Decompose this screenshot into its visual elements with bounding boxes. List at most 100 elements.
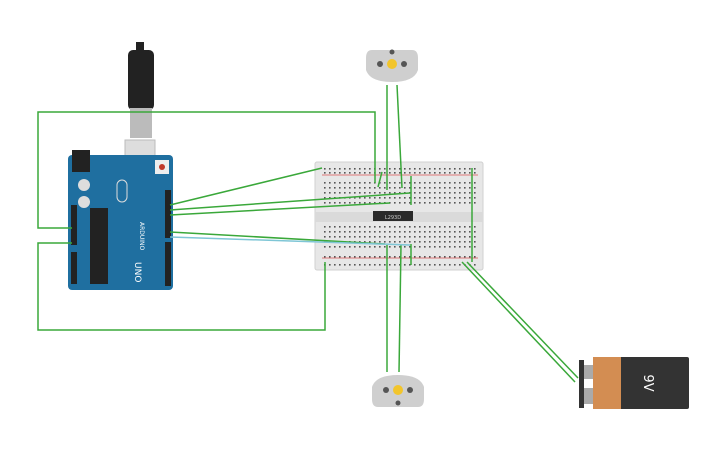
breadboard-hole[interactable] [389,187,391,189]
breadboard-hole[interactable] [399,202,401,204]
breadboard-hole[interactable] [409,172,411,174]
breadboard-hole[interactable] [469,231,471,233]
breadboard-hole[interactable] [454,187,456,189]
breadboard-hole[interactable] [329,172,331,174]
breadboard-hole[interactable] [474,168,476,170]
breadboard-hole[interactable] [344,256,346,258]
breadboard-hole[interactable] [414,264,416,266]
breadboard-hole[interactable] [379,241,381,243]
breadboard-hole[interactable] [389,231,391,233]
breadboard-hole[interactable] [394,231,396,233]
breadboard-hole[interactable] [329,187,331,189]
breadboard-hole[interactable] [324,256,326,258]
breadboard-hole[interactable] [474,202,476,204]
breadboard-hole[interactable] [414,241,416,243]
breadboard-hole[interactable] [409,226,411,228]
breadboard-hole[interactable] [439,182,441,184]
breadboard-hole[interactable] [369,236,371,238]
breadboard-hole[interactable] [389,192,391,194]
breadboard-hole[interactable] [349,256,351,258]
breadboard-hole[interactable] [369,202,371,204]
breadboard-hole[interactable] [419,168,421,170]
breadboard-hole[interactable] [384,264,386,266]
breadboard-hole[interactable] [419,192,421,194]
breadboard-hole[interactable] [344,168,346,170]
breadboard-hole[interactable] [384,182,386,184]
breadboard-hole[interactable] [339,246,341,248]
breadboard-hole[interactable] [329,192,331,194]
breadboard-hole[interactable] [389,236,391,238]
breadboard-hole[interactable] [439,187,441,189]
breadboard-hole[interactable] [454,236,456,238]
breadboard-hole[interactable] [424,236,426,238]
breadboard-hole[interactable] [474,197,476,199]
breadboard-hole[interactable] [464,241,466,243]
breadboard-hole[interactable] [374,236,376,238]
breadboard-hole[interactable] [399,236,401,238]
breadboard-hole[interactable] [374,264,376,266]
breadboard-hole[interactable] [379,256,381,258]
breadboard-hole[interactable] [394,192,396,194]
breadboard-hole[interactable] [444,172,446,174]
breadboard-hole[interactable] [364,231,366,233]
breadboard-hole[interactable] [374,241,376,243]
breadboard-hole[interactable] [364,168,366,170]
breadboard-hole[interactable] [419,246,421,248]
breadboard-hole[interactable] [354,246,356,248]
breadboard-hole[interactable] [464,256,466,258]
breadboard-hole[interactable] [469,197,471,199]
breadboard-hole[interactable] [419,197,421,199]
breadboard-hole[interactable] [389,256,391,258]
breadboard-hole[interactable] [434,187,436,189]
breadboard-hole[interactable] [344,231,346,233]
breadboard-hole[interactable] [324,197,326,199]
breadboard-hole[interactable] [474,226,476,228]
breadboard-hole[interactable] [404,236,406,238]
breadboard-hole[interactable] [369,192,371,194]
breadboard-hole[interactable] [449,231,451,233]
breadboard-hole[interactable] [434,197,436,199]
breadboard-hole[interactable] [459,197,461,199]
breadboard-hole[interactable] [469,182,471,184]
breadboard-hole[interactable] [359,168,361,170]
breadboard-hole[interactable] [404,202,406,204]
breadboard-hole[interactable] [469,202,471,204]
breadboard-hole[interactable] [359,231,361,233]
breadboard-hole[interactable] [364,246,366,248]
breadboard-hole[interactable] [369,226,371,228]
breadboard-hole[interactable] [399,192,401,194]
wire-d11[interactable] [169,202,391,216]
breadboard-hole[interactable] [459,202,461,204]
breadboard-hole[interactable] [459,172,461,174]
dc-motor-top[interactable] [366,49,418,83]
breadboard-hole[interactable] [334,264,336,266]
breadboard-hole[interactable] [354,226,356,228]
breadboard-hole[interactable] [439,246,441,248]
breadboard-hole[interactable] [419,264,421,266]
breadboard-hole[interactable] [324,231,326,233]
breadboard-hole[interactable] [399,231,401,233]
breadboard-hole[interactable] [429,241,431,243]
breadboard-hole[interactable] [414,226,416,228]
breadboard-hole[interactable] [364,172,366,174]
breadboard-hole[interactable] [439,168,441,170]
breadboard-hole[interactable] [329,202,331,204]
breadboard-hole[interactable] [454,197,456,199]
breadboard-hole[interactable] [374,192,376,194]
breadboard-hole[interactable] [434,236,436,238]
breadboard-hole[interactable] [339,187,341,189]
breadboard-hole[interactable] [394,226,396,228]
breadboard-hole[interactable] [429,168,431,170]
breadboard-hole[interactable] [374,256,376,258]
breadboard-hole[interactable] [464,187,466,189]
breadboard-hole[interactable] [454,202,456,204]
breadboard-hole[interactable] [474,187,476,189]
breadboard-hole[interactable] [459,187,461,189]
breadboard-hole[interactable] [334,231,336,233]
breadboard-hole[interactable] [329,246,331,248]
breadboard-hole[interactable] [324,236,326,238]
breadboard-hole[interactable] [414,187,416,189]
breadboard-hole[interactable] [349,202,351,204]
breadboard-hole[interactable] [369,241,371,243]
breadboard-hole[interactable] [424,192,426,194]
